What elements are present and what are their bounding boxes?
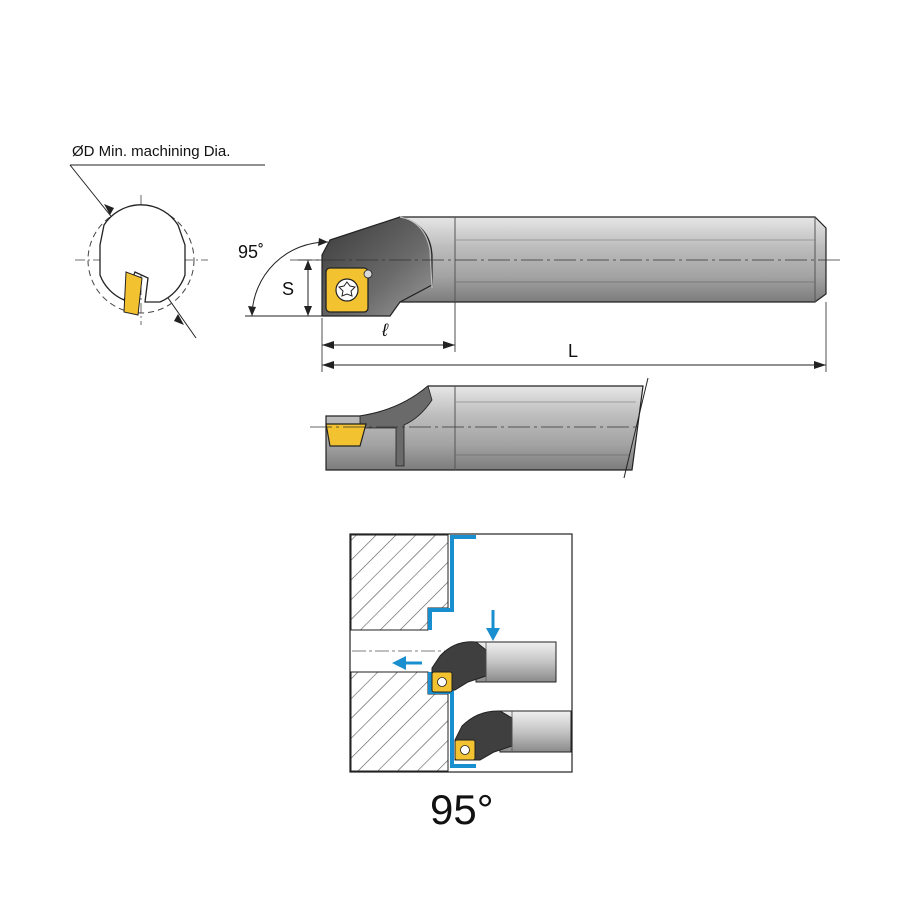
ell-arrow-left [322,341,334,349]
angle-arrow-top [318,238,328,246]
min-dia-arrow-bottom [174,314,184,325]
feed-arrow-left-icon [392,656,406,670]
top-view-tool [290,216,840,317]
end-view: ØD Min. machining Dia. [69,143,265,339]
torx-screw-icon [335,278,359,302]
side-view-tool [310,377,649,479]
l-label: L [568,341,578,361]
upper-screw-icon [437,677,447,687]
side-head [359,385,433,467]
lower-screw-icon [460,745,470,755]
torx-star-icon [337,281,357,297]
cut-path-top [428,535,476,630]
break-line [623,377,649,479]
s-arrow-bottom [304,306,312,316]
min-dia-label: ØD Min. machining Dia. [72,143,230,160]
top-view-dimensions: 95˚ S ℓ L [238,238,827,372]
tool-shank [399,216,827,303]
angle-arc [251,241,329,317]
head-neck-highlight [399,216,433,289]
angle-arrow-bottom [248,306,256,316]
ell-arrow-right [443,341,455,349]
end-view-insert-icon [123,271,143,316]
shank-cross-section [99,204,186,303]
min-dia-leader [69,164,111,216]
side-insert-icon [325,423,367,447]
upper-tool-shank [475,641,557,683]
min-dia-arrow-top [104,204,114,215]
application-view [349,533,573,773]
angle-label: 95˚ [238,242,264,262]
feed-arrow-icon [486,628,500,641]
ell-label: ℓ [381,320,389,340]
cut-path-bottom [428,672,476,768]
l-arrow-left [322,361,334,369]
s-arrow-top [304,260,312,270]
approach-angle-label: 95° [430,786,494,833]
l-arrow-right [814,361,826,369]
coolant-hole-icon [363,269,373,279]
s-label: S [282,279,294,299]
